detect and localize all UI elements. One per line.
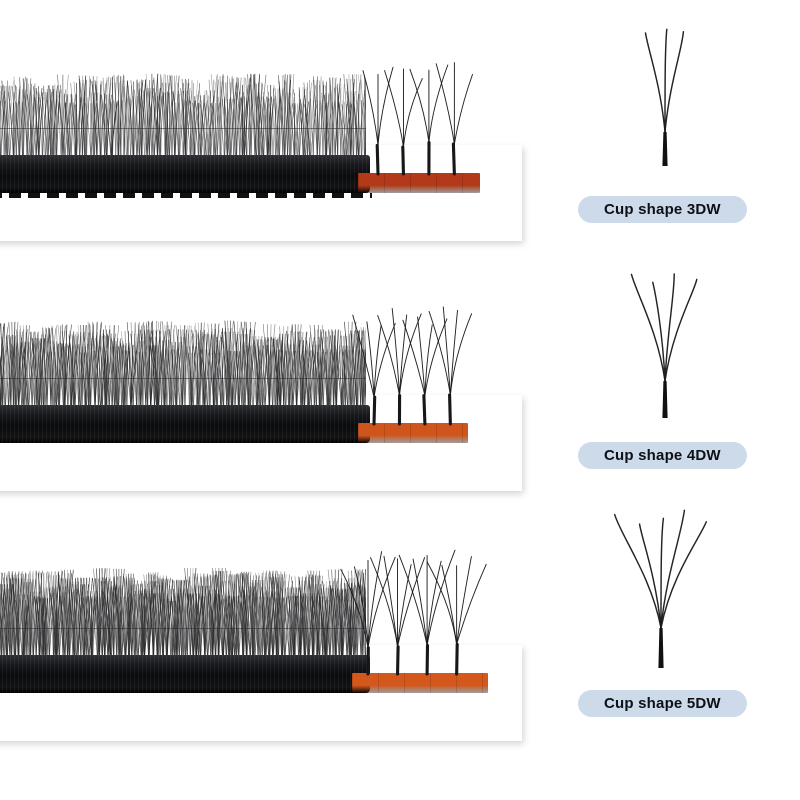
- lash-band: [0, 155, 370, 193]
- caption-pill-4dw: Cup shape 4DW: [578, 442, 747, 469]
- lash-tray-5dw: [0, 549, 520, 720]
- band-dashed-edge: [0, 443, 372, 448]
- lash-tray-3dw: [0, 60, 520, 220]
- caption-pill-5dw: Cup shape 5DW: [578, 690, 747, 717]
- band-dashed-edge: [0, 693, 372, 698]
- band-dashed-edge: [0, 193, 372, 198]
- caption-label: Cup shape 5DW: [604, 695, 721, 712]
- caption-label: Cup shape 3DW: [604, 201, 721, 218]
- lash-fan-mass: [0, 68, 366, 160]
- lash-band: [0, 655, 370, 693]
- adhesive-tape-strip: [358, 173, 480, 193]
- lash-band: [0, 405, 370, 443]
- caption-label: Cup shape 4DW: [604, 447, 721, 464]
- caption-pill-3dw: Cup shape 3DW: [578, 196, 747, 223]
- separated-lash-fans: [352, 306, 474, 426]
- separated-lash-fans: [362, 56, 478, 176]
- lash-fan-mass: [0, 568, 366, 660]
- fan-illustration-4dw: [570, 270, 760, 430]
- lash-fan-mass: [0, 318, 366, 410]
- fan-illustration-3dw: [570, 18, 760, 178]
- fan-illustration-5dw: [566, 509, 756, 680]
- product-row-3dw: Cup shape 3DW: [0, 0, 800, 250]
- product-row-4dw: Cup shape 4DW: [0, 250, 800, 500]
- lash-tray-4dw: [0, 306, 520, 470]
- adhesive-tape-strip: [352, 673, 488, 693]
- product-row-5dw: Cup shape 5DW: [0, 500, 800, 750]
- adhesive-tape-strip: [358, 423, 468, 443]
- separated-lash-fans: [340, 549, 487, 676]
